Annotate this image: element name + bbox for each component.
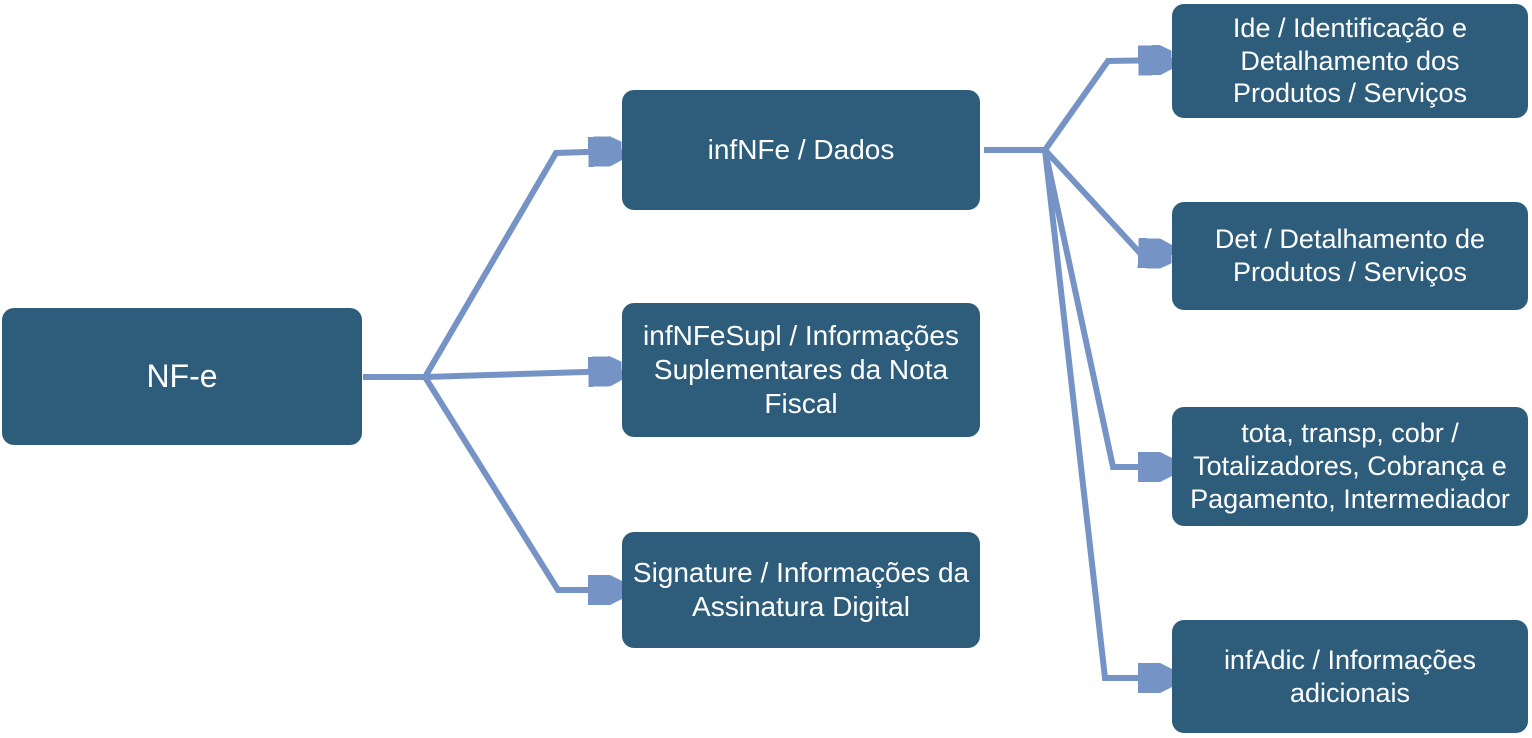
node-infnfesupl: infNFeSupl / Informações Suplementares d… [622, 303, 980, 437]
node-ide: Ide / Identificação e Detalhamento dos P… [1172, 4, 1528, 118]
node-signature-label: Signature / Informações da Assinatura Di… [632, 556, 970, 622]
edge-nfe-signature [422, 375, 617, 590]
node-nfe-label: NF-e [146, 357, 218, 394]
node-tota-label: tota, transp, cobr / Totalizadores, Cobr… [1190, 418, 1510, 514]
node-ide-label: Ide / Identificação e Detalhamento dos P… [1232, 12, 1468, 109]
node-tota-transp-cobr: tota, transp, cobr / Totalizadores, Cobr… [1172, 407, 1528, 526]
node-signature: Signature / Informações da Assinatura Di… [622, 532, 980, 648]
node-infadic-label: infAdic / Informações adicionais [1223, 644, 1477, 708]
node-infadic: infAdic / Informações adicionais [1172, 620, 1528, 733]
edge-infnfe-infadic [1042, 149, 1167, 678]
edge-nfe-infnfe [422, 151, 617, 379]
node-infnfe-label: infNFe / Dados [707, 133, 895, 165]
node-infnfe-dados: infNFe / Dados [622, 90, 980, 210]
node-det: Det / Detalhamento de Produtos / Serviço… [1172, 202, 1528, 310]
node-infnfesupl-label: infNFeSupl / Informações Suplementares d… [643, 319, 959, 420]
edge-infnfe-ide [1042, 60, 1167, 152]
edge-infnfe-det [1042, 147, 1167, 254]
edge-nfe-infnfesupl [424, 371, 617, 377]
node-det-label: Det / Detalhamento de Produtos / Serviço… [1214, 224, 1486, 287]
node-nfe: NF-e [2, 308, 362, 445]
edge-infnfe-tota [1042, 149, 1167, 467]
